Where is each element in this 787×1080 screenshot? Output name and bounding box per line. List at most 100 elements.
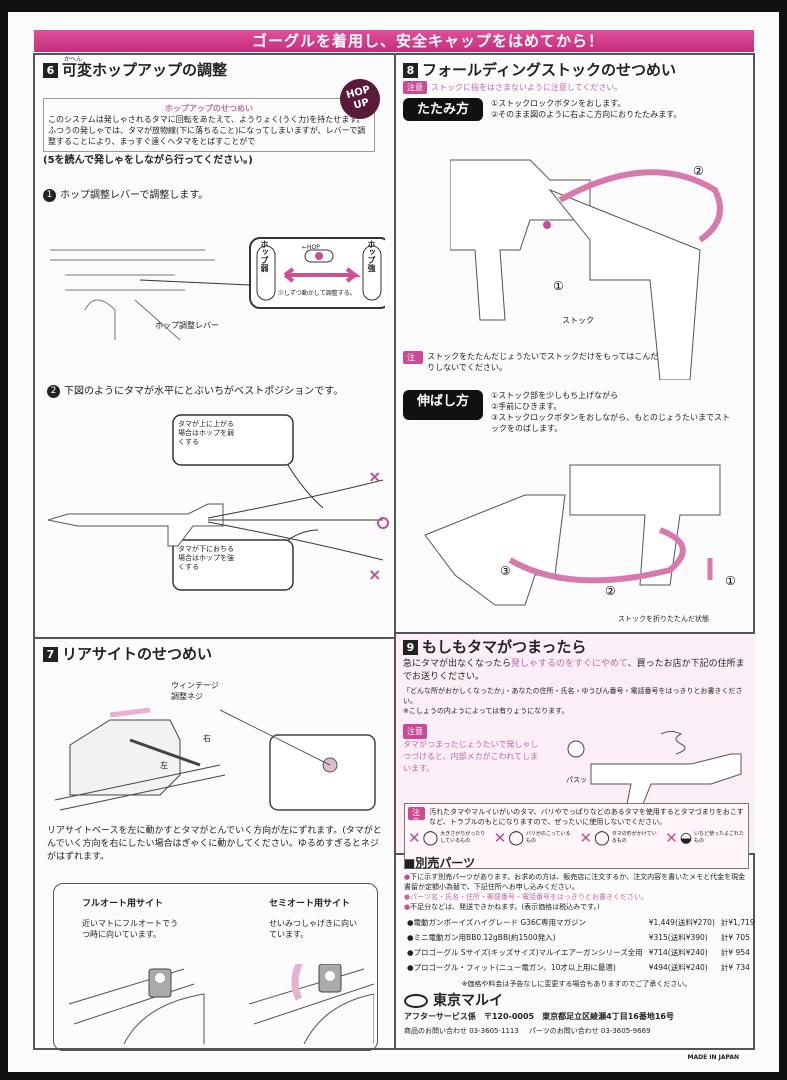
extend-row: 伸ばし方 ①ストック部を少しもち上げながら ②手前にひきます。 ③ストックロックボタ… <box>403 390 731 434</box>
parts-note: ●下に示す別売パーツがあります。お求めの方は、販売店に注文するか、注文内容を書い… <box>404 873 746 891</box>
svg-text:×: × <box>368 467 381 486</box>
tel-products: 商品のお問い合わせ 03-3605-1113 <box>404 1027 519 1035</box>
down-case-text: タマが下におちる場合はホップを強くする <box>178 545 234 571</box>
step1: ホップ調整レバーで調整します。 <box>60 190 209 201</box>
section-title: もしもタマがつまったら <box>422 638 587 656</box>
dept: アフターサービス係 <box>404 1012 476 1021</box>
parts-note: ●パーツ名・氏名・住所・郵便番号・電話番号をはっきりとお書きください。 <box>404 893 648 901</box>
hopup-explanation-box: ホップアップのせつめい このシステムは発しゃされるタマに回転をあたえて、ようりょ… <box>43 98 375 152</box>
row-divider <box>35 637 395 639</box>
semi-auto-title: セミオート用サイト <box>269 899 351 909</box>
bad-ball-label: タマの形がかけているもの <box>611 831 657 844</box>
caution-row: 注意ストックをたたんだじょうたいでストックだけをもってはこんだりしないでください… <box>403 351 663 373</box>
left-label: 左 <box>160 761 168 770</box>
trajectory-illustration: × × <box>47 414 389 591</box>
column-divider <box>394 55 396 1048</box>
extend-step: ③ストックロックボタンをおしながら、もとのじょうたいまでストックをのばします。 <box>491 413 730 433</box>
hop-strong-label: ホップ強 <box>367 240 376 272</box>
section-number: 9 <box>403 640 418 655</box>
made-in: MADE IN JAPAN <box>687 1054 739 1061</box>
section-title: リアサイトのせつめい <box>62 645 213 663</box>
company-logo <box>404 994 428 1008</box>
extend-label: 伸ばし方 <box>403 390 484 420</box>
extend-step: ①ストック部を少しもち上げながら <box>491 391 619 400</box>
parts-note: ●不足分などは、発送できかねます。(表示価格は税込みです。) <box>404 903 600 911</box>
hop-weak-label: ホップ弱 <box>260 240 269 272</box>
semi-auto-text: せいみつしゃげきに向いています。 <box>269 919 357 939</box>
extend-step: ②手前にひきます。 <box>491 402 562 411</box>
bad-ball-label: 大きさがちがったりしているもの <box>440 831 486 844</box>
step2: 下図のようにタマが水平にとぶいちがベストポジションです。 <box>64 386 344 397</box>
jam-illustration <box>567 731 742 804</box>
rear-sight-illustration <box>54 707 376 811</box>
section-number: 8 <box>403 63 418 78</box>
svg-text:②: ② <box>693 164 704 178</box>
company-name: 東京マルイ <box>433 992 503 1009</box>
sight-comparison-box: フルオート用サイト 近いマトにフルオートでうつ時に向いています。 セミオート用サ… <box>53 883 378 1051</box>
ammo-caution-box: 注意汚れたタマやマルイいがいのタマ、バリやでっぱりなどのあるタマを使用するとタマ… <box>404 803 749 869</box>
caution-badge: 注意 <box>408 807 426 827</box>
box-text: このシステムは発しゃされるタマに回転をあたえて、ようりょく(うく力)を持たせます… <box>48 115 366 146</box>
fold-step: ①ストックロックボタンをおします。 <box>491 99 626 108</box>
fold-step: ②そのまま図のように右よこ方向におりたたみます。 <box>491 110 682 119</box>
caution-badge: 注意 <box>403 724 427 739</box>
bad-ball-label: いちど使ったよごれたもの <box>694 831 745 844</box>
bad-ball-label: バリがのこっているもの <box>526 831 571 844</box>
safety-banner: ゴーグルを着用し、安全キャップをはめてから！ <box>34 30 754 52</box>
adjust-label: 少しずつ動かして調整する。 <box>278 290 356 297</box>
parts-title: ■別売パーツ <box>404 856 476 870</box>
jam-note: ※こしょうの内ようによっては有りょうになります。 <box>403 707 569 715</box>
hop-small-label: ←HOP <box>302 244 320 251</box>
caution-text: ストックをたたんだじょうたいでストックだけをもってはこんだりしないでください。 <box>427 352 659 372</box>
jam-text: 、買ったお店か下記の住所までお送りください。 <box>403 659 745 682</box>
extend-illustration: ③ ② ① <box>424 464 736 606</box>
fold-illustration: ①② <box>450 159 723 380</box>
up-case-text: タマが上に上がる場合はホップを弱くする <box>178 420 234 446</box>
full-auto-text: 近いマトにフルオートでうつ時に向いています。 <box>82 919 178 939</box>
box-title: ホップアップのせつめい <box>165 104 253 113</box>
fold-label: たたみ方 <box>403 98 484 121</box>
address: 東京都足立区綾瀬4丁目16番地16号 <box>542 1012 674 1021</box>
rear-sight-text: リアサイトベースを左に動かすとタマがとんでいく方向が左にずれます。(タマがとんで… <box>47 826 382 862</box>
hop-lever-illustration <box>50 237 385 341</box>
sight-illustrations <box>68 964 374 1044</box>
jam-text-emphasis: 発しゃするのをすぐにやめて <box>511 659 628 669</box>
section-title: フォールディングストックのせつめい <box>422 61 676 79</box>
table-row: ●ミニ電動ガン用BB0.12gBB(約1500発入)¥315(送料¥390)計¥… <box>407 933 750 942</box>
section-number: 6 <box>43 63 58 78</box>
caution-badge: 注意 <box>403 351 424 373</box>
svg-text:②: ② <box>605 584 616 598</box>
folded-label: ストックを折りたたんだ状態 <box>618 615 709 623</box>
note: (5を読んで発しゃをしながら行ってください。) <box>43 155 253 166</box>
table-row: ●プロゴーグル Sサイズ(キッズサイズ)マルイエアーガンシリーズ全用¥714(送… <box>407 948 750 957</box>
table-row: ●プロゴーグル・フィット(ニュー電ガン、10才以上用に最適)¥494(送料¥24… <box>407 963 750 972</box>
row-divider <box>395 632 755 634</box>
caution-badge: 注意 <box>403 81 427 94</box>
caution-text: タマがつまったじょうたいで発しゃしつづけると、内部メカがこわれてしまいます。 <box>403 740 539 773</box>
sfx: パスッ <box>566 776 587 784</box>
section-title-wrap: かへん可変ホップアップの調整 <box>62 56 228 79</box>
lever-label: ホップ調整レバー <box>155 321 219 330</box>
svg-text:①: ① <box>553 279 564 293</box>
title-ruby: かへん <box>64 56 83 63</box>
screw-label: ウィンテージ調整ネジ <box>171 681 219 701</box>
tel-parts: パーツのお問い合わせ 03-3605-9669 <box>528 1027 651 1035</box>
right-label: 右 <box>203 734 211 743</box>
section-title: 可変ホップアップの調整 <box>62 61 228 79</box>
svg-text:③: ③ <box>500 564 511 578</box>
full-auto-title: フルオート用サイト <box>82 899 164 909</box>
stock-label: ストック <box>562 316 594 325</box>
svg-text:①: ① <box>725 574 736 588</box>
svg-text:×: × <box>368 565 381 584</box>
section-parts: ■別売パーツ ●下に示す別売パーツがあります。お求めの方は、販売店に注文するか、… <box>404 856 755 1038</box>
parts-table: ●電動ガンボーイズハイグレード G36C専用マガジン¥1,449(送料¥270)… <box>404 915 758 975</box>
zip: 〒120-0005 <box>483 1012 535 1021</box>
table-row: ●電動ガンボーイズハイグレード G36C専用マガジン¥1,449(送料¥270)… <box>407 918 755 927</box>
section-number: 7 <box>43 647 58 662</box>
parts-footnote: ※価格や料金は予告なしに変更する場合もありますのでご了承ください。 <box>461 980 692 988</box>
